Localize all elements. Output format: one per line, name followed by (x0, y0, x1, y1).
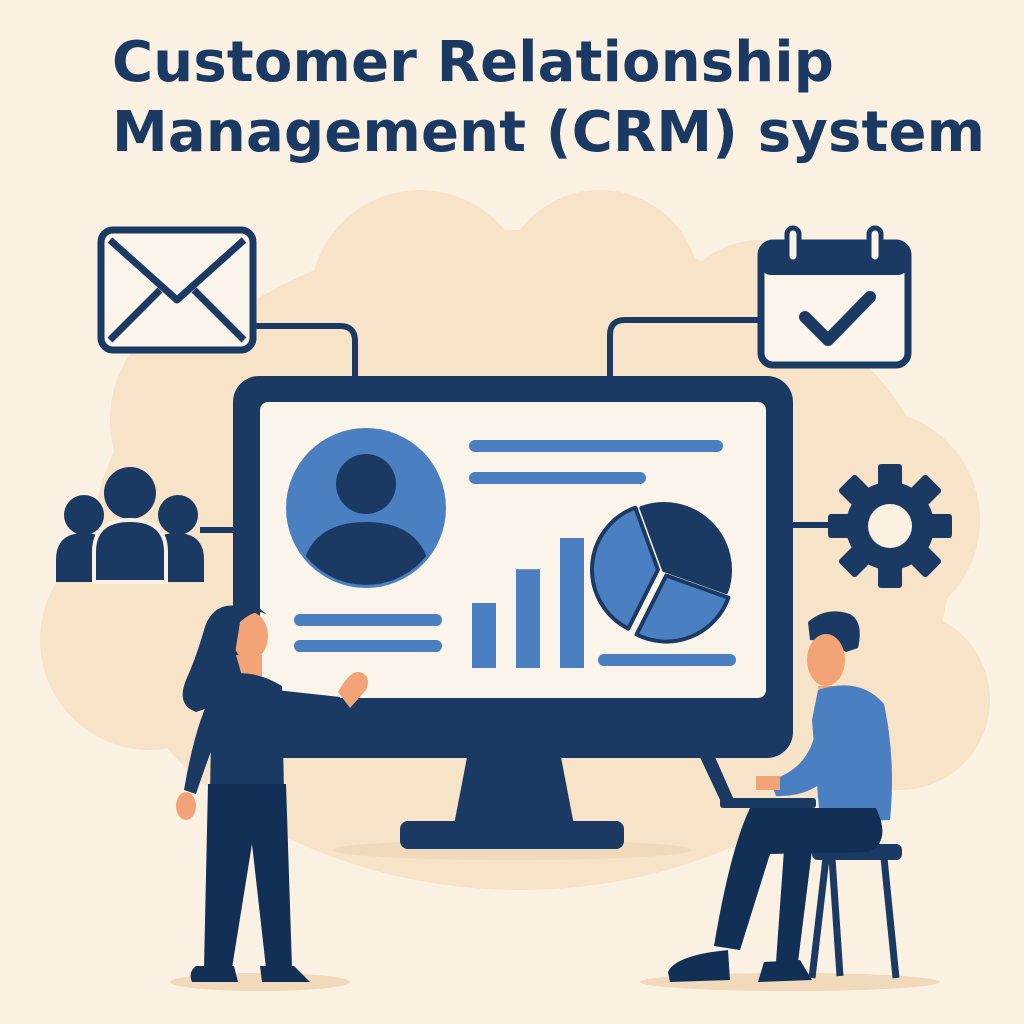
bar-3 (560, 538, 584, 668)
text-lines (294, 440, 736, 666)
connector-lines (200, 317, 828, 533)
bar-1 (472, 603, 496, 668)
pie-slice-3 (590, 505, 661, 631)
title-line-2: Management (CRM) system (112, 100, 986, 165)
pie-chart-icon (590, 502, 732, 644)
title-line-1: Customer Relationship (112, 30, 835, 95)
envelope-icon (97, 226, 257, 354)
dashboard (286, 428, 736, 668)
page-title: Customer Relationship Management (CRM) s… (112, 28, 1012, 168)
user-avatar-icon (286, 428, 446, 588)
calendar-check-icon (757, 225, 912, 369)
users-group-icon (56, 467, 204, 584)
man-figure (668, 611, 902, 982)
woman-figure (176, 604, 368, 982)
gear-icon (828, 464, 952, 588)
pie-slice-2 (634, 573, 731, 644)
pie-slice-1 (639, 502, 732, 595)
bar-chart (472, 538, 584, 668)
bar-2 (516, 569, 540, 668)
